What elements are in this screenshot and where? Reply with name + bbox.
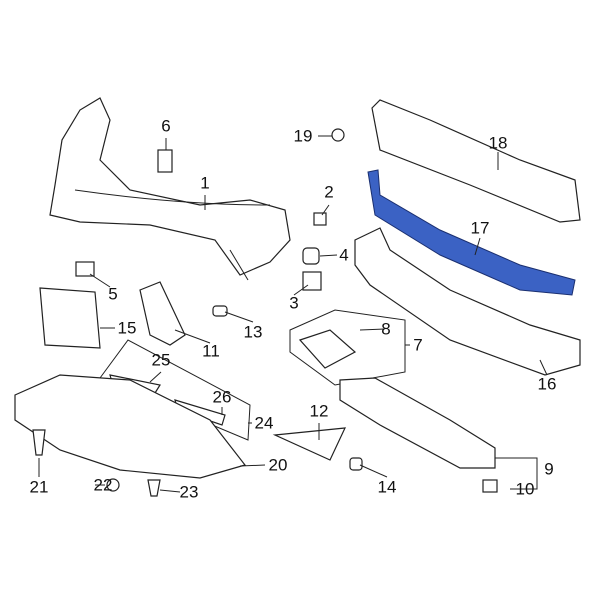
- callout-1: 1: [200, 173, 210, 193]
- part-clip-6: [157, 149, 173, 173]
- part-undercover-20: [14, 374, 247, 479]
- callout-26: 26: [212, 387, 232, 407]
- callout-14: 14: [377, 477, 397, 497]
- part-nut-5: [75, 261, 95, 277]
- callout-7: 7: [413, 335, 423, 355]
- callout-22: 22: [93, 475, 113, 495]
- callout-18: 18: [488, 133, 508, 153]
- callout-24: 24: [254, 413, 274, 433]
- callout-15: 15: [117, 318, 137, 338]
- callout-12: 12: [309, 401, 329, 421]
- callout-3: 3: [289, 293, 299, 313]
- callout-11: 11: [202, 341, 220, 361]
- callout-8: 8: [381, 319, 391, 339]
- part-bolt-2: [313, 212, 327, 226]
- part-absorber-16: [354, 227, 581, 376]
- callout-box-7: [289, 309, 406, 386]
- callout-16: 16: [537, 374, 557, 394]
- callout-20: 20: [268, 455, 288, 475]
- callout-9: 9: [544, 459, 554, 479]
- part-clip-23: [147, 479, 161, 497]
- part-screw-21: [32, 429, 46, 456]
- part-absorber-17-highlighted: [367, 169, 576, 296]
- part-clip-14: [349, 457, 363, 471]
- part-grille-11: [139, 281, 186, 346]
- callout-10: 10: [515, 479, 535, 499]
- callout-17: 17: [470, 218, 490, 238]
- part-bracket-3: [302, 271, 322, 291]
- part-reinforcement-18: [371, 99, 581, 223]
- part-bracket-8: [298, 329, 357, 369]
- callout-2: 2: [324, 182, 334, 202]
- part-clip-10: [482, 479, 498, 493]
- part-lower-cover-9: [339, 377, 496, 469]
- callout-6: 6: [161, 116, 171, 136]
- callout-25: 25: [151, 350, 171, 370]
- callout-23: 23: [179, 482, 199, 502]
- part-license-bracket-15: [39, 287, 101, 349]
- part-bolt-22: [106, 478, 120, 492]
- callout-19: 19: [293, 126, 313, 146]
- callout-21: 21: [29, 477, 49, 497]
- part-bolt-19: [331, 128, 345, 142]
- callout-4: 4: [339, 245, 349, 265]
- callout-13: 13: [243, 322, 263, 342]
- callout-5: 5: [108, 284, 118, 304]
- part-nut-4: [302, 247, 320, 265]
- part-deflector-12: [272, 427, 346, 461]
- part-clip-13: [212, 305, 228, 317]
